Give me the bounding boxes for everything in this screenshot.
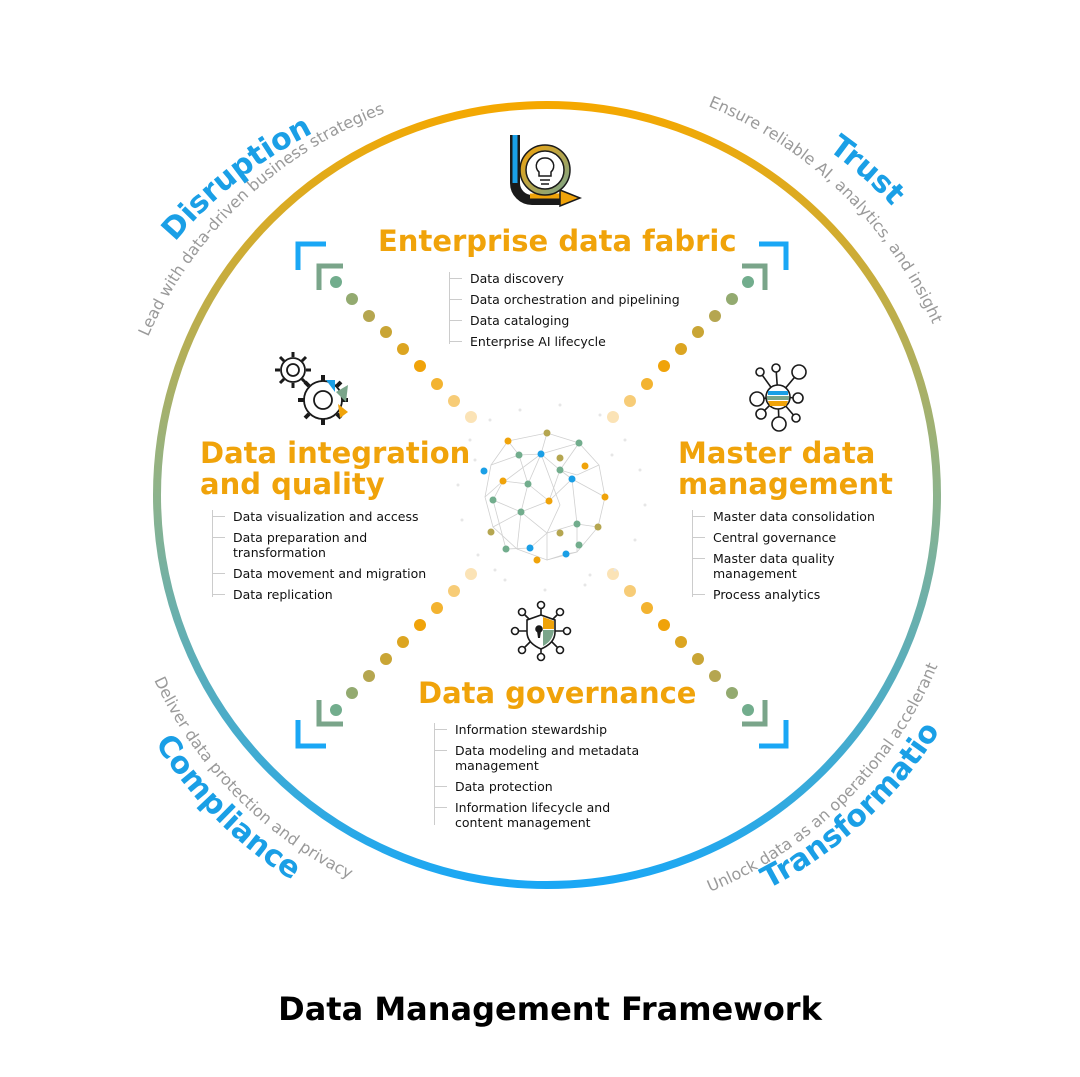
master-item-list: Master data consolidation Central govern… (692, 506, 892, 605)
list-item: Central governance (692, 527, 892, 548)
lightbulb-cycle-icon (510, 135, 583, 208)
list-item: Data modeling and metadata management (434, 740, 655, 776)
corner-bracket-icon (742, 700, 789, 749)
section-title-data-integration: Data integration and quality (200, 438, 470, 500)
corner-label-disruption: Disruption (155, 109, 317, 247)
gears-icon (275, 352, 348, 425)
list-item: Data movement and migration (212, 563, 434, 584)
integration-item-list: Data visualization and access Data prepa… (212, 506, 434, 605)
fabric-item-list: Data discovery Data orchestration and pi… (449, 268, 709, 352)
shield-lock-icon (510, 600, 572, 662)
corner-bracket-icon (742, 241, 789, 290)
corner-bracket-icon (295, 241, 343, 290)
list-item: Data visualization and access (212, 506, 434, 527)
dot-trail-top-left (330, 276, 477, 423)
section-title-line: management (678, 467, 893, 501)
section-title-line: Data integration (200, 436, 471, 470)
list-item: Data protection (434, 776, 674, 797)
section-title-enterprise-data-fabric: Enterprise data fabric (378, 224, 737, 258)
list-item: Data preparation and transformation (212, 527, 403, 563)
list-item: Data replication (212, 584, 434, 605)
list-item: Master data consolidation (692, 506, 892, 527)
list-item: Enterprise AI lifecycle (449, 331, 709, 352)
section-title-master-data-management: Master data management (678, 438, 893, 500)
node-hub-icon (749, 363, 807, 432)
list-item: Information stewardship (434, 719, 674, 740)
corner-label-compliance: Compliance (148, 728, 307, 887)
governance-item-list: Information stewardship Data modeling an… (434, 719, 674, 833)
list-item: Master data quality management (692, 548, 853, 584)
corner-note-trust: Ensure reliable AI, analytics, and insig… (706, 92, 946, 326)
dot-trail-bottom-left (330, 568, 477, 716)
network-sphere-icon (456, 403, 647, 592)
list-item: Data cataloging (449, 310, 709, 331)
list-item: Data orchestration and pipelining (449, 289, 709, 310)
list-item: Data discovery (449, 268, 709, 289)
list-item: Process analytics (692, 584, 892, 605)
section-title-line: and quality (200, 467, 385, 501)
dot-trail-top-right (607, 276, 754, 423)
section-title-data-governance: Data governance (418, 676, 697, 710)
list-item: Information lifecycle and content manage… (434, 797, 635, 833)
section-title-line: Master data (678, 436, 876, 470)
framework-title: Data Management Framework (278, 990, 822, 1028)
framework-ring (153, 101, 941, 889)
corner-bracket-icon (295, 700, 343, 749)
